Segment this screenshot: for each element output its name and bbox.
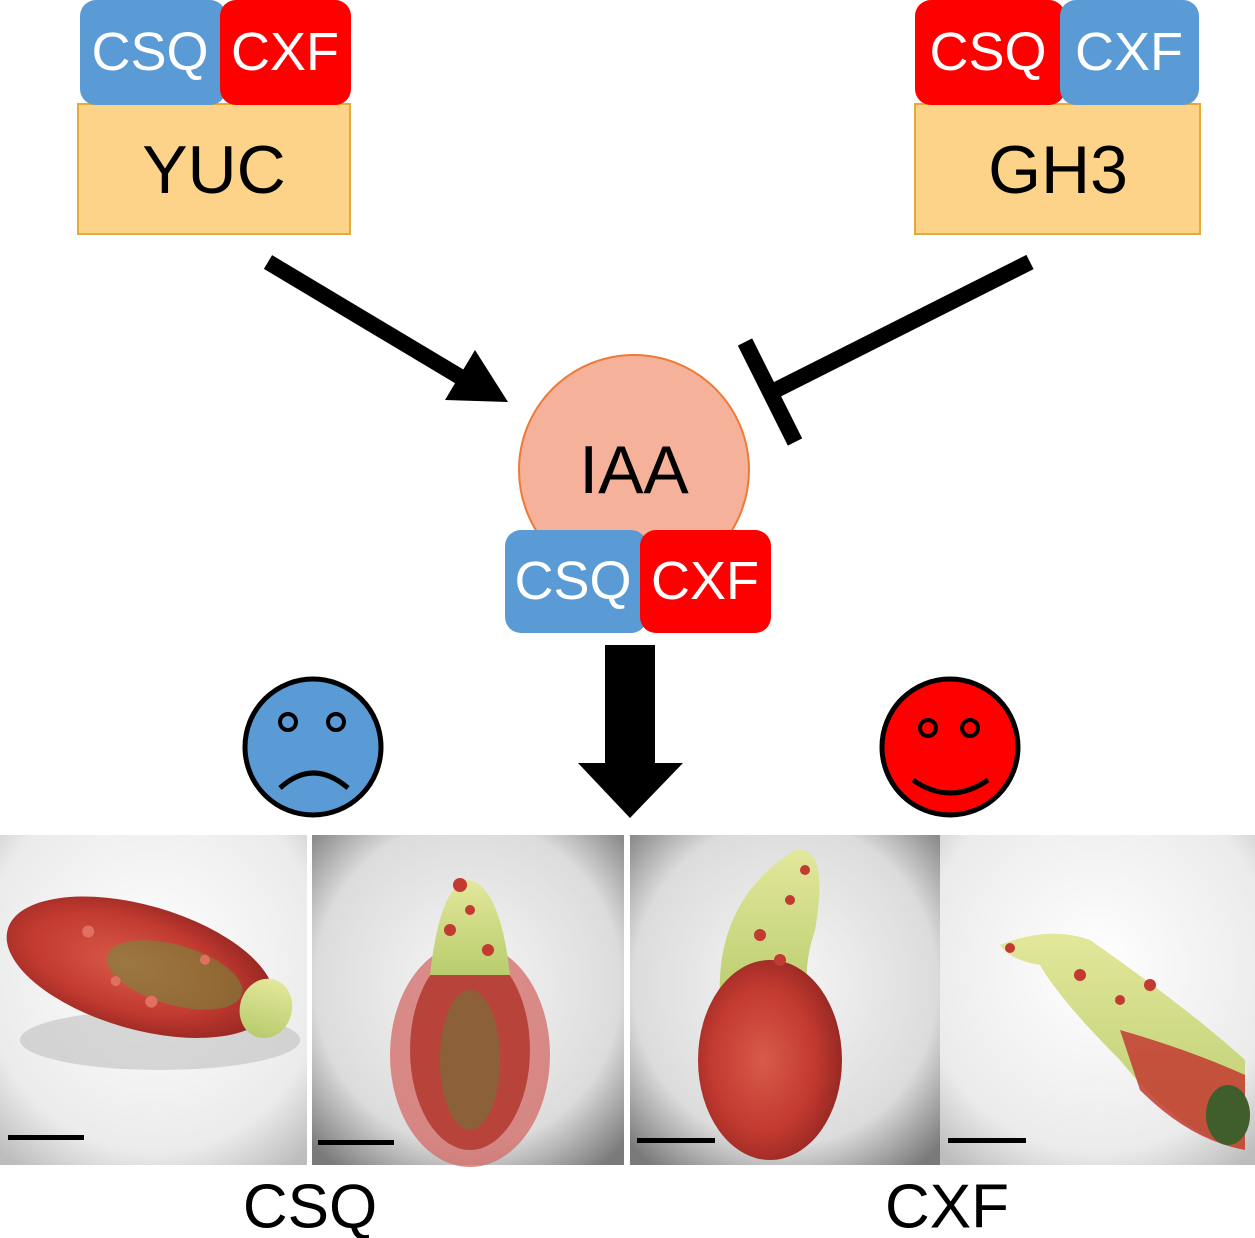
scale-bar (637, 1138, 715, 1143)
gh3-box (914, 103, 1201, 235)
gh3-csq-tag (915, 0, 1065, 105)
iaa-label: IAA (579, 432, 689, 508)
activation-arrow (263, 255, 508, 402)
iaa-block: IAA CSQ CXF (505, 354, 771, 633)
csq-group-label: CSQ (243, 1173, 377, 1238)
yuc-label: YUC (142, 132, 286, 208)
yuc-block: YUC CSQ CXF (77, 0, 351, 235)
iaa-cxf-tag-label: CXF (651, 551, 759, 611)
gh3-block: GH3 CSQ CXF (914, 0, 1201, 235)
scale-bar (318, 1140, 394, 1145)
sad-face-icon (242, 676, 384, 818)
photo-csq-2 (312, 835, 624, 1167)
gh3-csq-tag-label: CSQ (929, 22, 1046, 82)
photo-cxf-2 (940, 835, 1255, 1165)
happy-face-icon (879, 676, 1021, 818)
cxf-group-label: CXF (885, 1173, 1009, 1238)
iaa-csq-tag-label: CSQ (514, 551, 631, 611)
photo-cxf-1 (630, 835, 940, 1165)
gh3-label: GH3 (988, 132, 1128, 208)
scale-bar (948, 1138, 1026, 1143)
gh3-cxf-tag (1060, 0, 1199, 105)
yuc-box (77, 103, 351, 235)
scale-bar (8, 1135, 84, 1140)
gh3-cxf-tag-label: CXF (1075, 22, 1183, 82)
photo-csq-1 (0, 835, 307, 1165)
yuc-csq-tag (80, 0, 226, 105)
yuc-csq-tag-label: CSQ (91, 22, 208, 82)
inhibition-bar (737, 254, 1034, 446)
yuc-cxf-tag-label: CXF (231, 22, 339, 82)
yuc-cxf-tag (220, 0, 351, 105)
iaa-csq-tag (505, 530, 647, 633)
down-arrow-icon (578, 645, 683, 818)
iaa-cxf-tag (640, 530, 771, 633)
